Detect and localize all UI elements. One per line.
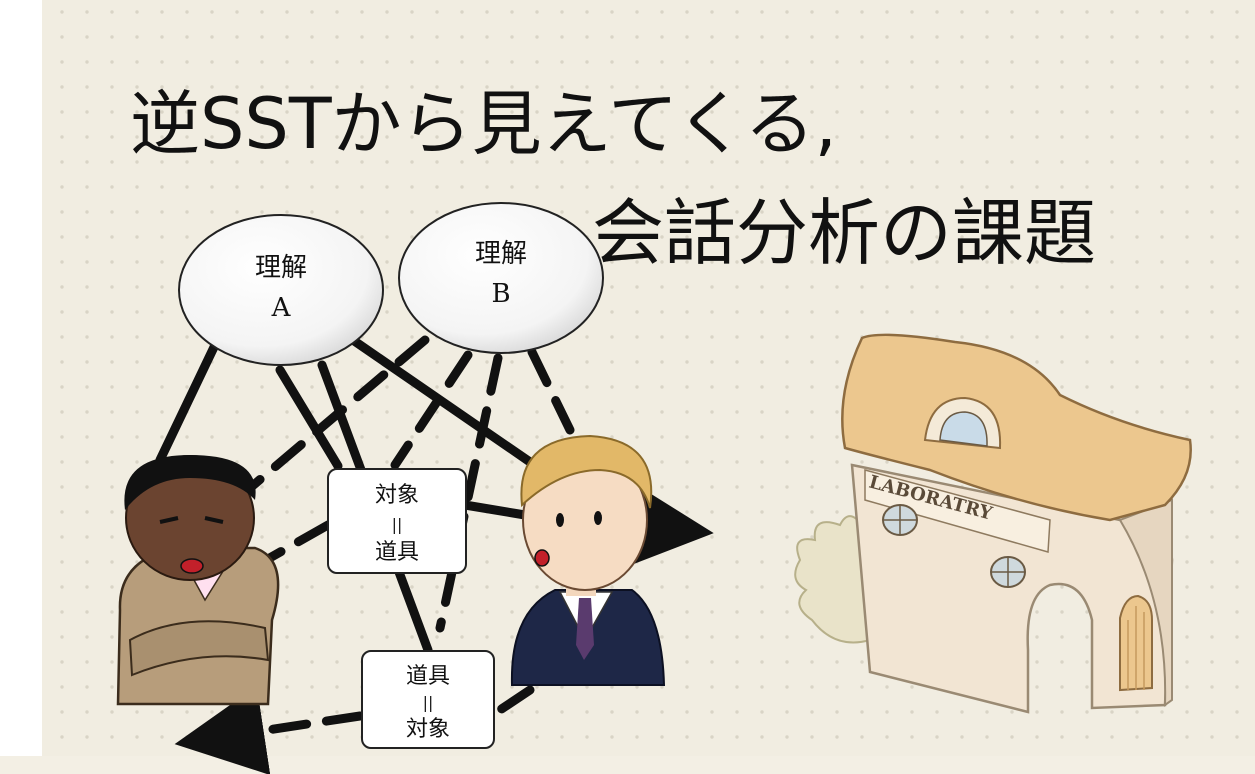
svg-text:道具: 道具 — [406, 664, 450, 689]
character-right-avatar — [510, 434, 666, 686]
svg-text:||: || — [423, 693, 434, 712]
laboratory-building-illustration: LABORATRY — [794, 333, 1192, 714]
svg-text:道具: 道具 — [375, 540, 419, 565]
svg-text:A: A — [271, 293, 292, 323]
svg-text:対象: 対象 — [375, 483, 419, 508]
svg-text:理解: 理解 — [255, 253, 307, 283]
node-understanding-a: 理解 A — [178, 214, 384, 366]
node-object-tool-box: 対象 || 道具 — [327, 468, 467, 574]
title-line-2: 会話分析の課題 — [592, 191, 1096, 275]
background-left-strip — [0, 0, 42, 774]
svg-text:B: B — [491, 279, 510, 309]
dashed-lines — [174, 335, 575, 774]
svg-text:対象: 対象 — [406, 717, 450, 742]
node-understanding-b: 理解 B — [398, 202, 604, 354]
title-line-1: 逆SSTから見えてくる, — [130, 83, 837, 165]
character-left-avatar — [116, 455, 280, 706]
node-tool-object-box: 道具 || 対象 — [361, 650, 495, 749]
svg-text:理解: 理解 — [475, 239, 527, 269]
svg-text:||: || — [392, 515, 403, 534]
background-bottom-strip — [0, 756, 1255, 774]
